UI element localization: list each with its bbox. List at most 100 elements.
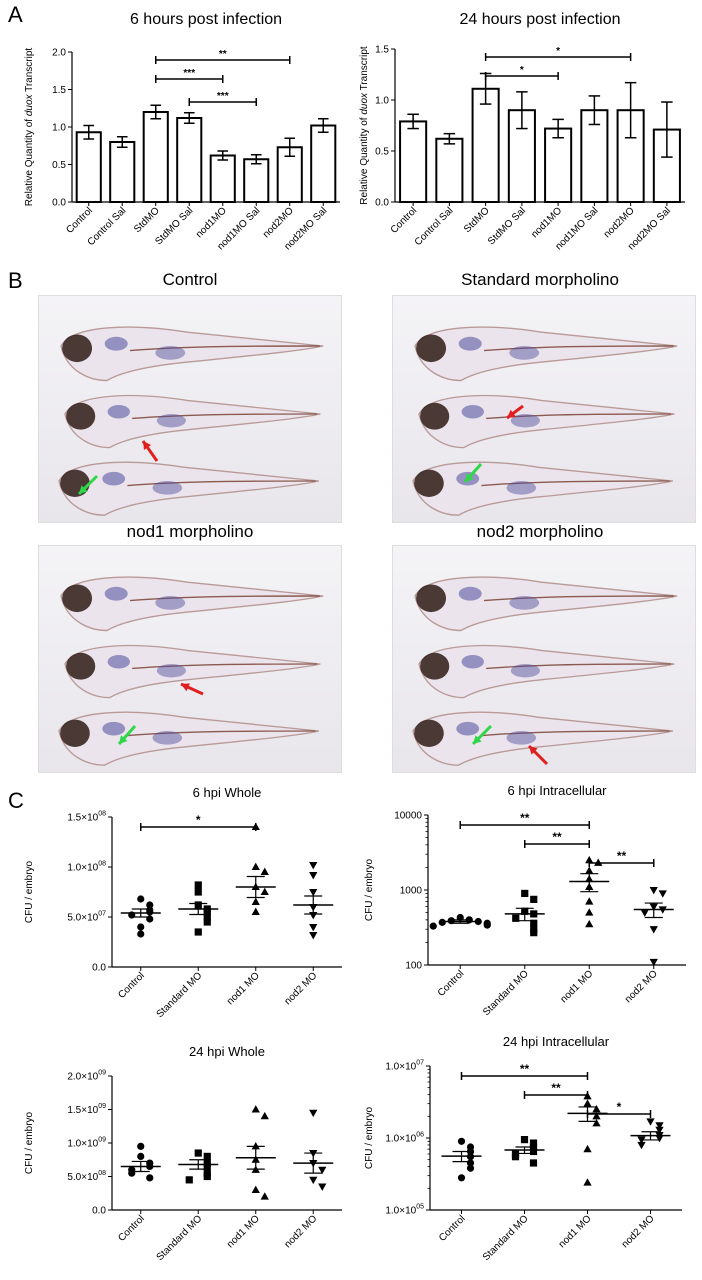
y-tick-label: 1.5 [52, 85, 66, 96]
y-axis-label: CFU / embryo [24, 1111, 35, 1174]
bar [399, 120, 428, 203]
chart-title: 24 hours post infection [460, 11, 621, 28]
larva-body [418, 394, 675, 449]
y-tick-label: 1000 [400, 886, 423, 897]
data-point [530, 895, 538, 903]
y-tick-label: 1.0×1006 [385, 1132, 424, 1145]
larva-eye [62, 334, 93, 363]
larva-notochord [127, 480, 316, 487]
larva-body [414, 326, 678, 382]
y-tick-label: 1.5 [375, 45, 389, 56]
larva-eye [416, 584, 447, 613]
larva-stain [155, 346, 186, 360]
larva-eye [416, 334, 447, 363]
larva-stain [509, 346, 540, 360]
data-point [483, 921, 491, 929]
data-point [649, 886, 658, 895]
data-point [251, 1185, 260, 1193]
bar [75, 131, 102, 203]
larva-stain [107, 655, 130, 669]
bar [142, 111, 169, 203]
larva-body [64, 394, 321, 449]
data-point [146, 908, 154, 916]
bar [544, 127, 573, 203]
data-point [203, 908, 211, 916]
larva-body [58, 461, 320, 516]
larva-body [60, 326, 324, 382]
y-axis-label: CFU / embryo [24, 860, 35, 923]
x-tick-label: Standard MO [481, 1213, 531, 1263]
larva-notochord [483, 595, 674, 602]
data-point [529, 1139, 538, 1147]
larva-eye [414, 719, 444, 747]
larva-notochord [481, 730, 670, 737]
larva-eye [66, 652, 96, 680]
larva-stain [156, 414, 186, 428]
significance-label: * [617, 1100, 622, 1114]
chart-title: 6 hpi Intracellular [508, 783, 608, 798]
x-tick-label: nod1 MO [557, 1213, 594, 1250]
data-point [309, 871, 318, 880]
larva-eye [414, 469, 444, 497]
larva [64, 394, 321, 449]
larva-eye [60, 719, 90, 747]
y-tick-label: 1.5×1008 [67, 811, 106, 824]
x-tick-label: nod1 MO [225, 970, 262, 1007]
data-point [530, 919, 538, 927]
larva [418, 394, 675, 449]
y-tick-label: 1.0 [52, 123, 66, 134]
x-tick-label: Control [116, 970, 147, 1001]
y-tick-label: 10000 [394, 811, 422, 822]
data-point [457, 1174, 466, 1182]
data-point [658, 890, 667, 898]
y-tick-label: 1.0×1005 [385, 1204, 424, 1217]
arrow-head [181, 683, 190, 692]
x-tick-label: Control [389, 205, 420, 236]
data-point [251, 907, 260, 916]
significance-label: ** [617, 849, 627, 863]
photo-title-control: Control [162, 270, 218, 289]
data-point [309, 861, 318, 870]
significance-label: ** [219, 49, 227, 60]
larva-stain [456, 721, 480, 736]
x-tick-label: Control [436, 968, 467, 999]
larva-notochord [486, 663, 672, 670]
bar [109, 141, 136, 203]
larva-stain [104, 586, 128, 601]
bar [176, 117, 203, 203]
data-point [185, 1176, 193, 1184]
data-point [146, 901, 154, 909]
larva [60, 576, 324, 632]
y-tick-label: 5.0×1008 [67, 1170, 106, 1183]
data-point [583, 1099, 592, 1107]
data-point [251, 862, 260, 871]
data-point [637, 1141, 646, 1150]
data-point [583, 1178, 592, 1186]
larva-stain [510, 664, 540, 678]
y-tick-label: 1.0×1008 [67, 861, 106, 874]
larva-stain [458, 336, 482, 351]
larvae-image-standard [392, 295, 696, 523]
data-point [128, 1169, 136, 1177]
data-point [529, 1147, 538, 1156]
data-point [592, 1112, 601, 1120]
x-tick-label: StdMO Sal [486, 205, 528, 247]
larvae-image-nod2 [392, 545, 696, 773]
larva [414, 326, 678, 382]
bar [310, 124, 337, 203]
bar [471, 87, 500, 203]
x-tick-label: nod1MO [529, 205, 564, 240]
data-point [655, 1122, 664, 1130]
arrow-head [119, 735, 128, 744]
larva-notochord [481, 480, 670, 487]
x-tick-label: nod2 MO [623, 968, 660, 1005]
arrow-head [79, 485, 88, 494]
larva [412, 461, 674, 516]
data-point [640, 909, 649, 917]
larva-notochord [129, 595, 320, 602]
data-point [649, 958, 658, 967]
x-tick-label: Control Sal [413, 205, 456, 248]
data-point [203, 918, 211, 926]
